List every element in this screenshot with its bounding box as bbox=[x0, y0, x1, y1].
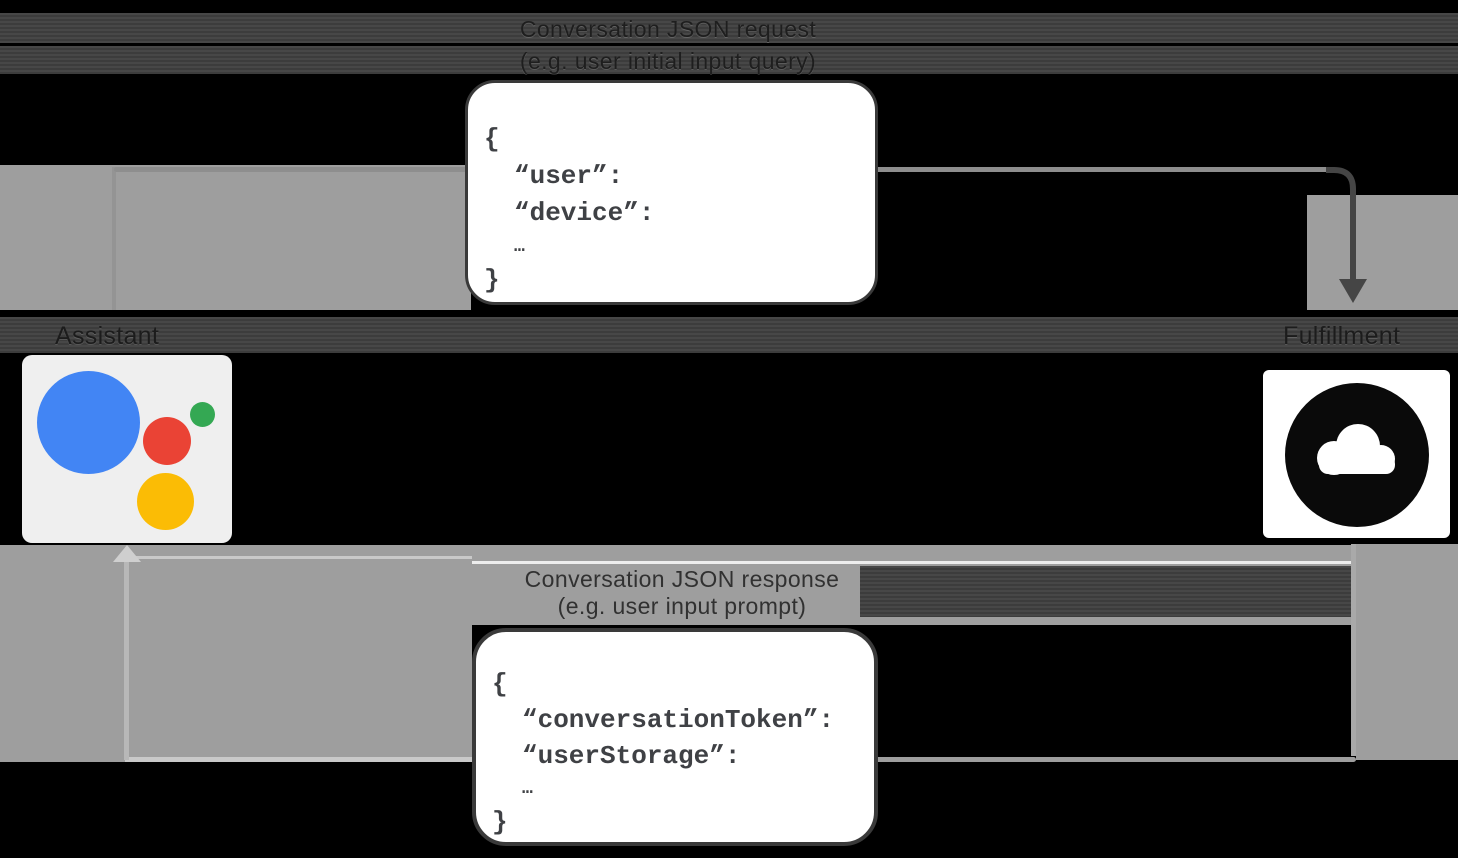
request-arrow-left-segment bbox=[112, 167, 116, 310]
request-json-box: { “user”: “device”: … } bbox=[465, 80, 878, 305]
request-left-panel bbox=[0, 165, 471, 310]
response-right-panel bbox=[1356, 544, 1458, 760]
response-arrow-shaft-left bbox=[125, 757, 472, 762]
code-line: “conversationToken”: bbox=[522, 705, 835, 735]
code-line-ellipsis: … bbox=[522, 779, 533, 799]
assistant-tile bbox=[22, 355, 232, 543]
response-json-code: { “conversationToken”: “userStorage”: … … bbox=[492, 666, 834, 840]
response-panel-highlight bbox=[472, 561, 1356, 564]
assistant-green-circle bbox=[190, 402, 215, 427]
cloud-icon bbox=[1284, 383, 1429, 527]
response-arrowhead-up bbox=[113, 545, 141, 562]
response-arrow-highlight bbox=[128, 556, 472, 559]
response-arrow-right-segment bbox=[1351, 544, 1356, 756]
response-json-box: { “conversationToken”: “userStorage”: … … bbox=[472, 628, 878, 846]
code-line: } bbox=[492, 807, 508, 837]
response-title-line1: Conversation JSON response bbox=[524, 566, 840, 592]
fulfillment-tile bbox=[1263, 370, 1450, 538]
response-arrow-shaft bbox=[472, 757, 1356, 762]
fulfillment-label: Fulfillment bbox=[1283, 322, 1401, 350]
code-line: “userStorage”: bbox=[522, 741, 741, 771]
response-arrow-left-segment bbox=[124, 562, 129, 760]
request-title-band-1 bbox=[0, 13, 1458, 43]
code-line: { bbox=[484, 124, 500, 154]
request-arrow-corner bbox=[1326, 167, 1367, 303]
response-left-panel bbox=[0, 545, 472, 762]
assistant-blue-circle bbox=[37, 371, 140, 474]
assistant-label: Assistant bbox=[55, 322, 160, 350]
actor-label-band bbox=[0, 317, 1458, 353]
code-line: { bbox=[492, 669, 508, 699]
code-line: “device”: bbox=[514, 198, 655, 228]
request-json-code: { “user”: “device”: … } bbox=[484, 121, 654, 299]
request-title-band-2 bbox=[0, 46, 1458, 74]
assistant-yellow-circle bbox=[137, 473, 194, 530]
code-line: } bbox=[484, 265, 500, 295]
code-line-ellipsis: … bbox=[514, 237, 525, 257]
response-dark-band bbox=[860, 566, 1356, 617]
request-title-line2: (e.g. user initial input query) bbox=[519, 48, 817, 74]
request-right-panel bbox=[1307, 195, 1458, 310]
request-title-line1: Conversation JSON request bbox=[519, 16, 817, 42]
code-line: “user”: bbox=[514, 161, 624, 191]
request-arrowhead-down bbox=[1339, 279, 1367, 303]
assistant-red-circle bbox=[143, 417, 191, 465]
response-title-line2: (e.g. user input prompt) bbox=[557, 593, 807, 619]
